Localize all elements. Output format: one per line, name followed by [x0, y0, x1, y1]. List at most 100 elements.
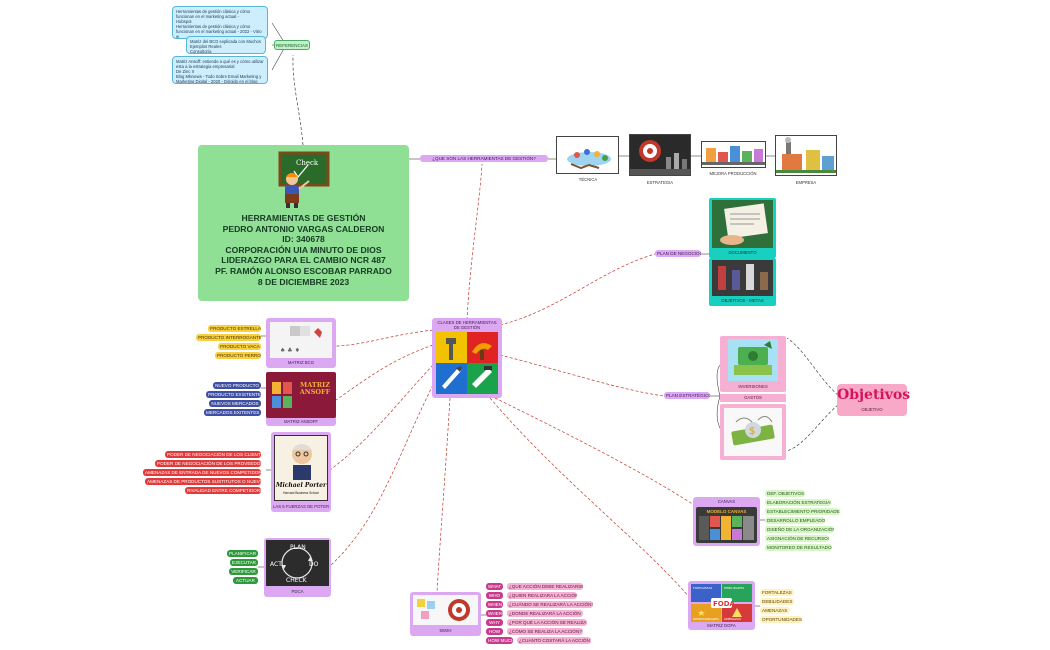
pdca-node[interactable]: PLAN DO CHECK ACT PDCA [264, 538, 331, 597]
w5h2-key-when[interactable]: WHEN [486, 601, 503, 608]
question-node[interactable]: ¿QUE SON LAS HERRAMIENTAS DE GESTIÓN? [420, 155, 548, 162]
porter-item-rivalidad[interactable]: RIVALIDAD ENTRE COMPETIDORES [185, 487, 261, 494]
pdca-item-ejecutar[interactable]: EJECUTAR [230, 559, 258, 566]
ansoff-item-producto-existente[interactable]: PRODUCTO EXISTENTE [206, 391, 261, 398]
svg-text:$: $ [749, 426, 755, 437]
bcg-item-interrogante[interactable]: PRODUCTO INTERROGANTE [196, 334, 261, 341]
bcg-item-estrella[interactable]: PRODUCTO ESTRELLA [208, 325, 261, 332]
matriz-bcg-node[interactable]: ♠ ♣ ♦ MATRIZ BCG [266, 318, 336, 368]
objetivos-metas-image [712, 260, 773, 296]
w5h2-key-why[interactable]: WHY [486, 619, 503, 626]
canvas-image: MODELO CANVAS [696, 507, 757, 543]
bcg-image: ♠ ♣ ♦ [270, 322, 332, 358]
reference-box-3: Matriz Ansoff: entiende a qué es y cómo … [172, 56, 268, 84]
main-professor: PF. RAMÓN ALONSO ESCOBAR PARRADO [215, 265, 392, 276]
gastos-label-bar: GASTOS [720, 394, 786, 402]
canvas-caption: CANVAS [717, 499, 736, 504]
porter-image-name: Michael Porter [275, 482, 327, 489]
plan-negocios-node[interactable]: PLAN DE NEGOCIOS [655, 250, 701, 257]
main-id: ID: 340678 [282, 234, 325, 245]
objetivos-metas-node[interactable]: OBJETIVOS - METAS [709, 258, 776, 306]
pdca-item-verificar[interactable]: VERIFICAR [229, 568, 258, 575]
documento-caption: DOCUMENTO [728, 250, 757, 255]
dofa-item-oportunidades[interactable]: OPORTUNIDADES [760, 616, 802, 623]
canvas-item-recursos[interactable]: ASIGNACIÓN DE RECURSOS [765, 535, 829, 542]
ansoff-item-nuevos-mercados[interactable]: NUEVOS MERCADOS [209, 400, 261, 407]
objetivos-caption: OBJETIVO [861, 407, 883, 412]
gastos-node[interactable]: $ [720, 404, 786, 460]
ansoff-item-nuevo-producto[interactable]: NUEVO PRODUCTO [213, 382, 261, 389]
porter-item-proveedores[interactable]: PODER DE NEGOCIACIÓN DE LOS PROVEEDORES [155, 460, 261, 467]
w5h2-key-how-much[interactable]: HOW MUCH [486, 637, 513, 644]
canvas-item-empleados[interactable]: DESARROLLO EMPLEADOS [765, 517, 825, 524]
main-date: 8 DE DICIEMBRE 2023 [257, 276, 350, 287]
canvas-item-estrategias[interactable]: ELABORACIÓN ESTRATEGIAS [765, 499, 831, 506]
canvas-item-organizacion[interactable]: DISEÑO DE LA ORGANIZACIÓN [765, 526, 834, 533]
gastos-caption: GASTOS [744, 395, 762, 400]
dofa-item-amenazas[interactable]: AMENAZAS [760, 607, 790, 614]
dofa-item-debilidades[interactable]: DEBILIDADES [760, 598, 794, 605]
w5h2-key-how[interactable]: HOW [486, 628, 503, 635]
main-topic-node[interactable]: Check HERRAMIENTAS DE GESTIÓN PEDRO ANTO… [198, 145, 409, 301]
dofa-quadrant-debilidades: DEBILIDADES [724, 586, 744, 590]
w5h2-question-when: ¿CUÁNDO SE REALIZARÁ LA ACCIÓN? [507, 601, 593, 608]
canvas-item-prioridades[interactable]: ESTABLECIMIENTO PRIORIDADES [765, 508, 840, 515]
main-institution: CORPORACIÓN UIA MINUTO DE DIOS [225, 244, 382, 255]
canvas-image-title: MODELO CANVAS [706, 509, 747, 514]
bcg-item-perro[interactable]: PRODUCTO PERRO [215, 352, 261, 359]
w5h2-question-what: ¿QUE ACCIÓN DEBE REALIZARSE? [507, 583, 583, 590]
pdca-wheel-do: DO [309, 561, 319, 568]
porter-item-nuevos-competidores[interactable]: AMENAZAS DE ENTRADA DE NUEVOS COMPETIDOR… [143, 469, 261, 476]
main-title-block: HERRAMIENTAS DE GESTIÓN PEDRO ANTONIO VA… [198, 213, 409, 287]
references-label[interactable]: REFERENCIAS [274, 40, 310, 50]
w5h2-node[interactable]: 5W2H [410, 592, 481, 636]
pdca-item-actuar[interactable]: ACTUAR [233, 577, 258, 584]
estrategia-caption: ESTRATEGIA [646, 180, 674, 185]
dofa-item-fortalezas[interactable]: FORTALEZAS [760, 589, 794, 596]
porter-image: Michael Porter Harvard Business School [274, 435, 328, 501]
pdca-wheel-plan: PLAN [290, 544, 306, 551]
w5h2-key-what[interactable]: WHAT [486, 583, 503, 590]
canvas-item-objetivos[interactable]: DEF. OBJETIVOS [765, 490, 805, 497]
porter-caption: LAS 5 FUERZAS DE POTER [272, 504, 330, 509]
objetivos-metas-caption: OBJETIVOS - METAS [721, 298, 764, 303]
reference-box-2: Matriz del BCG explicada con Muchos Ejem… [186, 36, 266, 54]
plan-estrategico-node[interactable]: PLAN ESTRATÉGICO [664, 392, 710, 399]
bcg-caption: MATRIZ BCG [287, 360, 315, 365]
teacher-illustration: Check [278, 151, 330, 208]
bcg-item-vaca[interactable]: PRODUCTO VACA [218, 343, 261, 350]
porter-node[interactable]: Michael Porter Harvard Business School L… [271, 432, 331, 512]
dofa-node[interactable]: FORTALEZAS DEBILIDADES OPORTUNIDADES AME… [688, 581, 755, 630]
canvas-node[interactable]: CANVAS MODELO CANVAS [693, 497, 760, 546]
empresa-image [775, 135, 837, 176]
pdca-wheel-check: CHECK [286, 577, 308, 584]
main-title: HERRAMIENTAS DE GESTIÓN [241, 213, 366, 223]
main-author: PEDRO ANTONIO VARGAS CALDERON [222, 223, 385, 234]
w5h2-image [413, 595, 478, 625]
clases-node[interactable]: CLASES DE HERRAMIENTAS DE GESTIÓN [432, 318, 502, 398]
porter-item-clientes[interactable]: PODER DE NEGOCIACIÓN DE LOS CLIENTES [165, 451, 261, 458]
documento-image [712, 200, 773, 248]
porter-item-sustitutos[interactable]: AMENAZAS DE PRODUCTOS SUSTITUTOS O NUEVO… [145, 478, 261, 485]
w5h2-key-who[interactable]: WHO [486, 592, 503, 599]
ansoff-item-mercados-existentes[interactable]: MERCADOS EXITENTES [204, 409, 261, 416]
mejora-produccion-caption: MEJORA PRODUCCIÓN [709, 171, 757, 176]
objetivos-node[interactable]: Objetivos OBJETIVO [837, 384, 910, 416]
matriz-ansoff-node[interactable]: MATRIZ ANSOFF MATRIZ ANSOFF [266, 372, 336, 426]
documento-node[interactable]: DOCUMENTO [709, 198, 776, 258]
svg-text:♠ ♣ ♦: ♠ ♣ ♦ [280, 347, 300, 354]
inversiones-node[interactable]: INVERSIONES [720, 336, 786, 392]
gastos-image: $ [724, 408, 782, 456]
w5h2-key-where[interactable]: WHERE [486, 610, 503, 617]
mejora-produccion-image [701, 141, 766, 168]
canvas-item-monitoreo[interactable]: MONITOREO DE RESULTADOS [765, 544, 832, 551]
w5h2-question-where: ¿DONDE REALIZARÁ LA ACCIÓN [507, 610, 583, 617]
empresa-caption: EMPRESA [795, 180, 817, 185]
dofa-quadrant-oportunidades: OPORTUNIDADES [693, 617, 719, 621]
inversiones-image [728, 339, 778, 381]
pdca-item-planificar[interactable]: PLANIFICAR [227, 550, 258, 557]
ansoff-image-title: MATRIZ ANSOFF [299, 381, 331, 396]
dofa-image: FORTALEZAS DEBILIDADES OPORTUNIDADES AME… [691, 584, 752, 622]
w5h2-question-why: ¿POR QUÉ LA ACCIÓN SE REALIZA ? [507, 619, 587, 626]
